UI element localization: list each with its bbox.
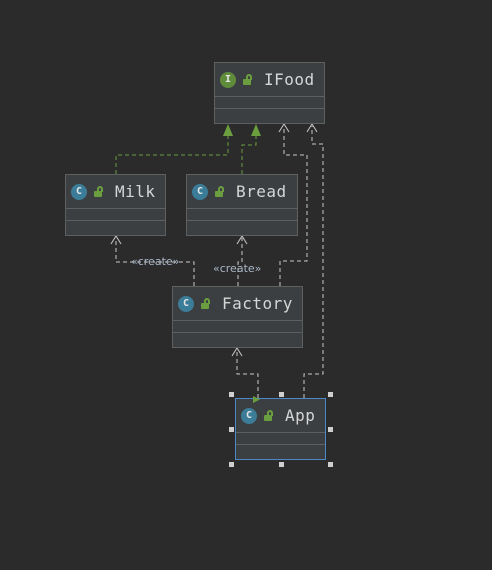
node-name: Bread bbox=[236, 182, 287, 201]
dependency-edge-app-factory[interactable] bbox=[236, 350, 259, 398]
methods-section bbox=[66, 221, 165, 231]
node-name: IFood bbox=[264, 70, 315, 89]
public-lock-icon bbox=[263, 409, 275, 422]
create-edge-factory-milk[interactable] bbox=[115, 238, 195, 286]
create-label-milk: «create» bbox=[131, 255, 180, 268]
run-marker-icon bbox=[253, 396, 260, 403]
app-class-node[interactable]: C App bbox=[235, 396, 326, 460]
fields-section bbox=[173, 321, 302, 333]
bread-class-node[interactable]: C Bread bbox=[186, 174, 298, 236]
fields-section bbox=[187, 209, 297, 221]
fields-section bbox=[66, 209, 165, 221]
implements-arrowhead-milk bbox=[223, 124, 233, 136]
node-name: Factory bbox=[222, 294, 293, 313]
public-lock-icon bbox=[214, 185, 226, 198]
factory-class-node[interactable]: C Factory bbox=[172, 286, 303, 348]
runnable-class-icon: C bbox=[241, 407, 257, 424]
methods-section bbox=[215, 109, 324, 119]
selection-handle-se[interactable] bbox=[328, 462, 333, 467]
class-icon: C bbox=[192, 183, 208, 200]
node-name: Milk bbox=[115, 182, 156, 201]
selection-handle-ne[interactable] bbox=[328, 392, 333, 397]
implements-arrowhead-bread bbox=[251, 124, 261, 136]
class-icon: C bbox=[71, 183, 87, 200]
node-header: C Milk bbox=[66, 175, 165, 209]
selection-handle-sw[interactable] bbox=[229, 462, 234, 467]
class-icon: C bbox=[178, 295, 194, 312]
node-header: C Bread bbox=[187, 175, 297, 209]
public-lock-icon bbox=[200, 297, 212, 310]
dependency-edge-app-ifood[interactable] bbox=[303, 126, 324, 398]
selection-handle-n[interactable] bbox=[279, 392, 284, 397]
node-header: I IFood bbox=[215, 63, 324, 97]
public-lock-icon bbox=[93, 185, 105, 198]
ifood-interface-node[interactable]: I IFood bbox=[214, 62, 325, 124]
selection-handle-w[interactable] bbox=[229, 427, 234, 432]
open-arrowhead-ifood-2 bbox=[306, 123, 318, 133]
methods-section bbox=[173, 333, 302, 343]
methods-section bbox=[187, 221, 297, 231]
implements-edge-milk-ifood[interactable] bbox=[115, 136, 229, 174]
public-lock-icon bbox=[242, 73, 254, 86]
fields-section bbox=[236, 433, 325, 445]
dependency-edge-factory-ifood[interactable] bbox=[279, 126, 308, 286]
open-arrowhead-bread bbox=[236, 235, 248, 245]
interface-icon: I bbox=[220, 71, 236, 88]
create-label-bread: «create» bbox=[213, 262, 262, 275]
open-arrowhead-factory bbox=[231, 347, 243, 357]
node-header: C Factory bbox=[173, 287, 302, 321]
node-header: C App bbox=[236, 396, 325, 433]
fields-section bbox=[215, 97, 324, 109]
selection-handle-e[interactable] bbox=[328, 427, 333, 432]
open-arrowhead-ifood-1 bbox=[278, 123, 290, 133]
open-arrowhead-milk bbox=[110, 235, 122, 245]
selection-handle-nw[interactable] bbox=[229, 392, 234, 397]
methods-section bbox=[236, 445, 325, 455]
implements-edge-bread-ifood[interactable] bbox=[241, 136, 257, 174]
milk-class-node[interactable]: C Milk bbox=[65, 174, 166, 236]
node-name: App bbox=[285, 406, 316, 425]
selection-handle-s[interactable] bbox=[279, 462, 284, 467]
